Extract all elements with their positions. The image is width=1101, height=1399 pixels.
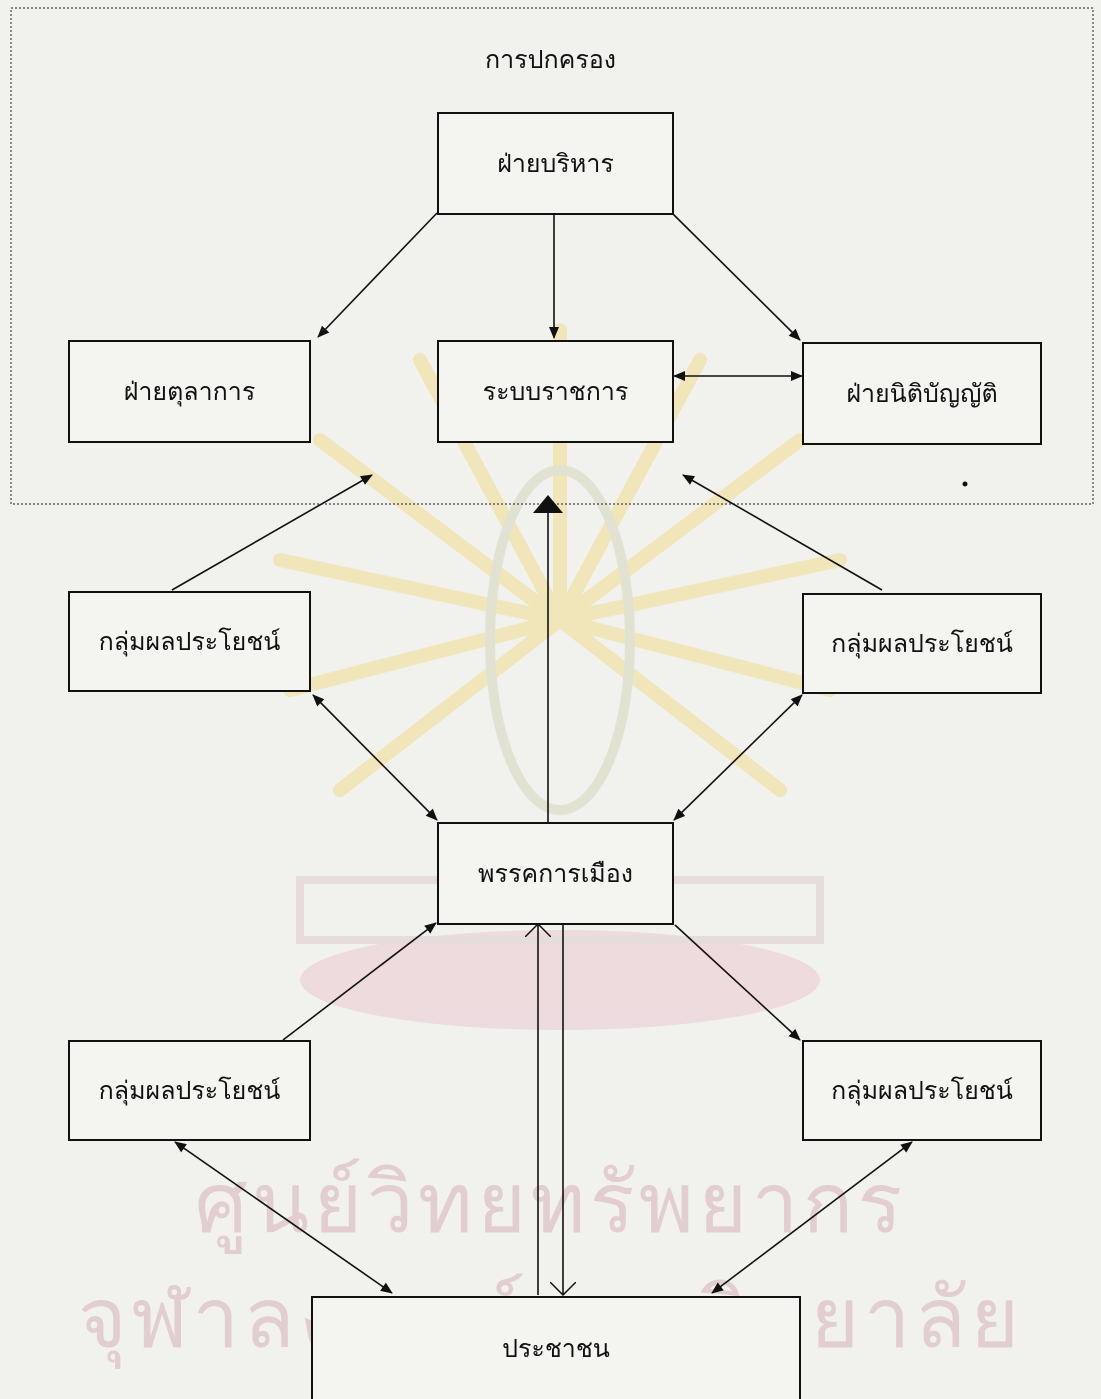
arrow-executive-to-judiciary: [317, 212, 438, 338]
arrow-interest-upper-right-party: [673, 694, 803, 821]
arrow-interest-lower-right-people: [711, 1141, 913, 1294]
node-interest-group-lower-left: กลุ่มผลประโยชน์: [68, 1040, 311, 1141]
arrow-party-to-interest-lower-right: [674, 924, 801, 1041]
arrow-interest-lower-left-people: [174, 1141, 393, 1294]
node-interest-group-upper-right: กลุ่มผลประโยชน์: [802, 593, 1042, 694]
node-interest-group-upper-left: กลุ่มผลประโยชน์: [68, 591, 311, 692]
arrow-interest-upper-left-to-government: [171, 474, 373, 591]
node-bureaucracy: ระบบราชการ: [437, 340, 674, 443]
node-executive: ฝ่ายบริหาร: [437, 112, 674, 215]
node-political-party: พรรคการเมือง: [437, 822, 674, 925]
node-people: ประชาชน: [311, 1296, 801, 1399]
stray-dot: [962, 481, 968, 487]
government-group-title: การปกครอง: [485, 45, 616, 74]
node-judiciary: ฝ่ายตุลาการ: [68, 340, 311, 443]
arrow-interest-upper-right-to-government: [682, 474, 883, 591]
government-group-frame: [10, 7, 1094, 505]
arrow-interest-upper-left-party: [312, 694, 438, 821]
arrow-interest-lower-left-to-party: [282, 922, 437, 1041]
node-interest-group-lower-right: กลุ่มผลประโยชน์: [802, 1040, 1042, 1141]
arrow-executive-to-legislature: [671, 212, 801, 341]
node-legislature: ฝ่ายนิติบัญญัติ: [802, 342, 1042, 445]
